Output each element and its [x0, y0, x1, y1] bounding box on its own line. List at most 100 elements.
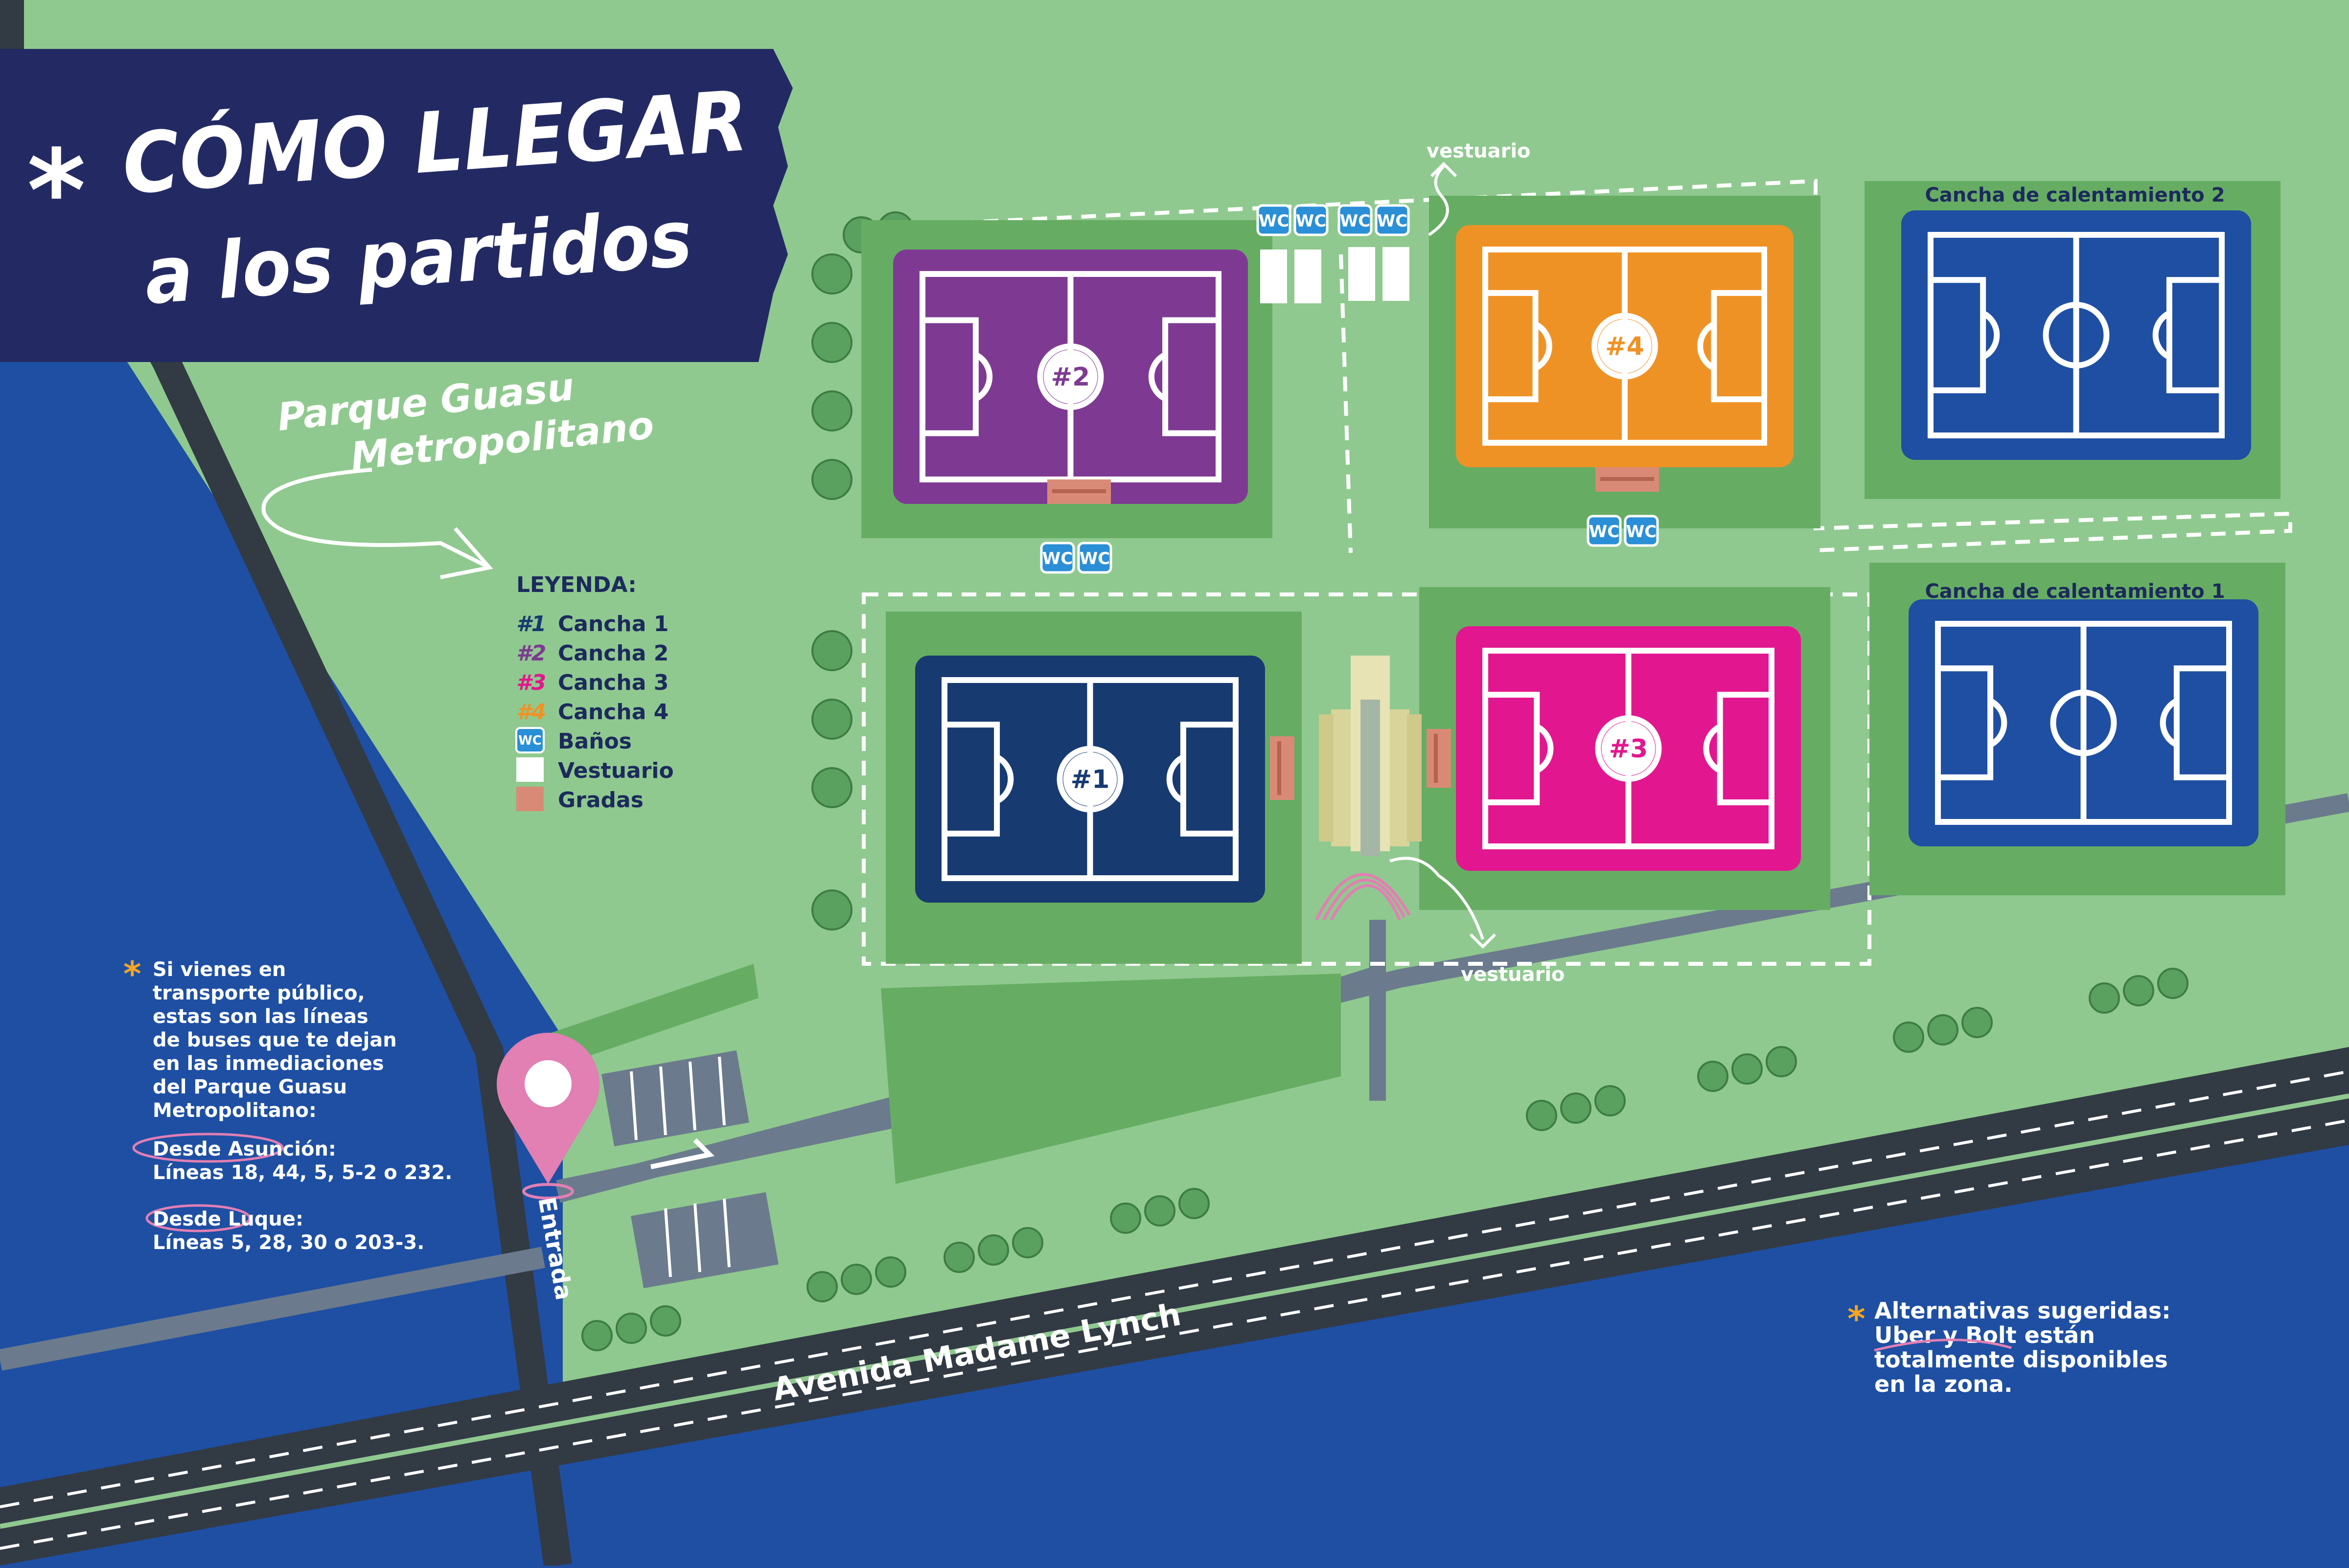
transport-intro-line: transporte público,	[153, 982, 365, 1004]
entry-arrow-lower	[650, 1138, 715, 1169]
field-number-label: #2	[1051, 363, 1090, 392]
avenue-dash-top	[0, 1070, 2349, 1508]
field-f3: #3	[1456, 626, 1801, 871]
fence-upper-block	[910, 179, 2292, 552]
field-f1: #1	[915, 656, 1265, 903]
legend-key: #4	[516, 700, 546, 725]
asuncion-highlight	[132, 1133, 284, 1163]
wc-icon-top-4: WC	[1375, 204, 1410, 236]
legend-row: Vestuario	[516, 757, 674, 783]
field-number-label: #4	[1605, 332, 1644, 362]
wc-label: WC	[1259, 211, 1289, 231]
legend-label: Baños	[558, 729, 632, 754]
alternatives-line-2: totalmente disponibles	[1874, 1346, 2168, 1373]
legend-label: Vestuario	[558, 758, 674, 783]
transport-intro-line: Metropolitano:	[153, 1099, 317, 1122]
fields-layer: #2 #4 #1 #3	[893, 210, 2258, 903]
legend-label: Cancha 2	[558, 641, 668, 666]
field-number-label: #3	[1609, 734, 1648, 764]
luque-heading: Desde Luque:	[153, 1208, 303, 1230]
wc-label: WC	[1626, 522, 1657, 542]
wc-label: WC	[1340, 211, 1370, 231]
transport-asterisk: *	[123, 954, 141, 994]
legend-wc-icon	[515, 727, 545, 753]
transport-intro-line: Si vienes en	[153, 958, 286, 981]
wc-label: WC	[1296, 211, 1326, 231]
vestuario-bottom-arrowhead	[1469, 933, 1497, 949]
wc-label: WC	[1377, 211, 1407, 231]
legend-row: Gradas	[516, 787, 644, 813]
legend-key: WC	[518, 733, 542, 748]
alternatives-line-3: en la zona.	[1874, 1371, 2012, 1397]
parking-upper	[601, 1050, 749, 1147]
field-f2: #2	[893, 250, 1248, 504]
wc-label: WC	[1080, 549, 1110, 568]
field-badge	[1598, 319, 1652, 373]
wc-icon-top-2: WC	[1293, 204, 1329, 236]
field-w2	[1901, 210, 2251, 460]
alternatives-heading: Alternativas sugeridas:	[1874, 1297, 2171, 1324]
legend-label: Cancha 1	[558, 612, 668, 636]
legend-title: LEYENDA:	[516, 572, 637, 597]
field-badge	[1043, 350, 1098, 404]
legend-label: Cancha 3	[558, 670, 668, 695]
trees-west-edge	[811, 253, 852, 931]
stands-field-2	[1047, 479, 1111, 504]
vestuario-bottom-arrow	[1389, 857, 1484, 940]
parking-lower	[631, 1192, 779, 1289]
wc-icon-field4-2: WC	[1624, 515, 1659, 547]
legend-row: WC Baños	[515, 727, 632, 754]
legend-swatch	[516, 787, 544, 811]
central-building	[1319, 656, 1422, 856]
avenue-median	[0, 1093, 2349, 1529]
avenue-road	[0, 1047, 2349, 1566]
title-asterisk: *	[27, 126, 86, 257]
transport-intro-line: en las inmediaciones	[153, 1052, 384, 1075]
legend-key: #2	[516, 641, 546, 666]
vestuario-top-arrow	[1428, 165, 1449, 236]
entrance-arch	[1315, 873, 1411, 921]
green-lot-middle	[881, 974, 1341, 1184]
fence-divider	[1339, 254, 1353, 553]
alternatives-asterisk: *	[1847, 1299, 1865, 1339]
field-badge	[1063, 752, 1117, 806]
stands-field-1	[1270, 736, 1294, 800]
transport-intro-line: estas son las líneas	[153, 1005, 368, 1028]
park-name-arrowhead	[440, 527, 493, 579]
wc-label: WC	[1042, 549, 1073, 568]
asuncion-heading: Desde Asunción:	[153, 1138, 336, 1160]
transport-intro-line: del Parque Guasu	[153, 1076, 347, 1098]
fence-lower-block	[862, 592, 1871, 966]
vestuario-buildings-top	[1260, 247, 1409, 303]
legend-label: Gradas	[558, 788, 644, 813]
wc-icon-field2-2: WC	[1077, 542, 1112, 574]
luque-lines: Líneas 5, 28, 30 o 203-3.	[153, 1231, 424, 1254]
field-w1	[1909, 599, 2258, 846]
location-pin-icon[interactable]	[497, 1032, 599, 1200]
luque-highlight	[145, 1204, 251, 1232]
legend-row: #3 Cancha 3	[516, 670, 668, 695]
trees-along-avenue	[581, 968, 2188, 1351]
wc-icon-top-1: WC	[1256, 204, 1291, 236]
vestuario-bottom-label: vestuario	[1461, 963, 1565, 986]
park-name-arrow	[261, 468, 490, 569]
legend-swatch	[516, 757, 544, 782]
avenue-dash-bottom	[0, 1119, 2349, 1550]
wc-label: WC	[1589, 522, 1619, 542]
green-lot-left	[538, 964, 759, 1067]
warmup-1-label: Cancha de calentamiento 1	[1925, 580, 2225, 603]
wc-icon-field4-1: WC	[1587, 515, 1622, 547]
wc-icon-field2-1: WC	[1040, 542, 1075, 574]
stands-field-4	[1595, 467, 1659, 492]
field-badge	[1601, 722, 1656, 775]
transport-intro-line: de buses que te dejan	[153, 1029, 397, 1051]
vestuario-top-arrowhead	[1430, 161, 1457, 178]
legend-key: #3	[516, 670, 546, 695]
side-road-west	[0, 1247, 546, 1371]
field-f4: #4	[1456, 225, 1794, 467]
